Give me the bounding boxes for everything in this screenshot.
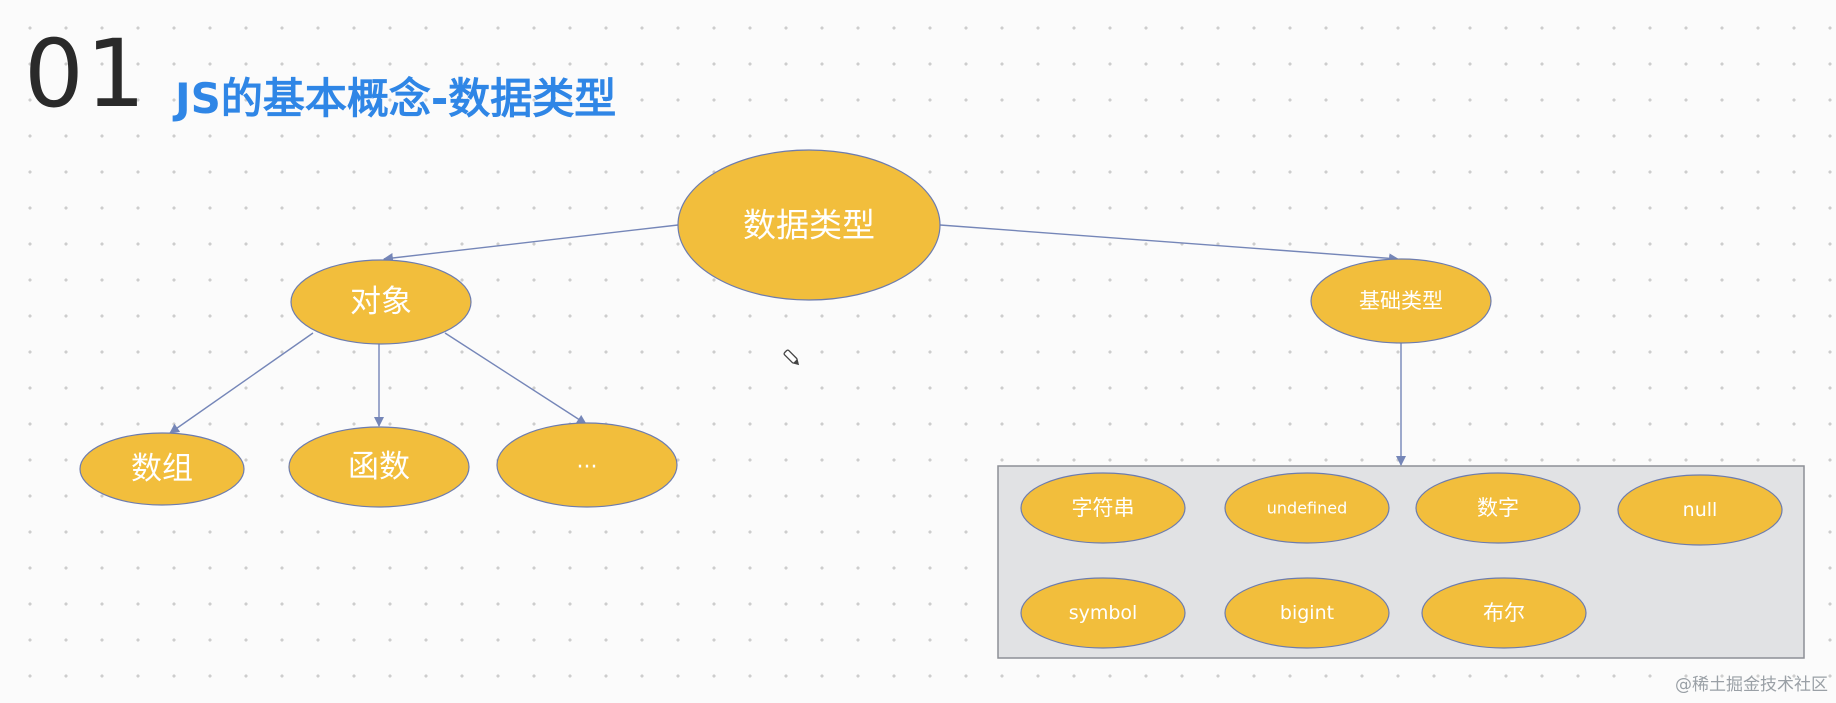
node-more: ... (496, 422, 678, 508)
node-string: 字符串 (1020, 472, 1186, 544)
edge-object-to-array (169, 332, 314, 434)
node-symbol: symbol (1020, 577, 1186, 649)
node-array: 数组 (79, 432, 245, 506)
pencil-cursor-icon (783, 349, 800, 366)
node-null: null (1617, 474, 1783, 546)
node-bigint-label: bigint (1280, 602, 1334, 624)
node-more-label: ... (577, 449, 598, 474)
node-function-label: 函数 (348, 449, 410, 485)
node-boolean: 布尔 (1421, 577, 1587, 649)
node-array-label: 数组 (131, 451, 193, 487)
node-null-label: null (1683, 499, 1718, 521)
node-string-label: 字符串 (1072, 496, 1135, 520)
node-undefined-label: undefined (1267, 499, 1348, 518)
edge-root-to-primitive (939, 224, 1399, 264)
node-primitive: 基础类型 (1310, 258, 1492, 344)
node-data-types: 数据类型 (677, 149, 941, 301)
watermark: @稀土掘金技术社区 (1675, 675, 1828, 695)
edge-root-to-object (383, 224, 679, 263)
node-object-label: 对象 (350, 284, 412, 320)
node-number: 数字 (1415, 472, 1581, 544)
node-data-types-label: 数据类型 (743, 206, 875, 245)
node-bigint: bigint (1224, 577, 1390, 649)
node-number-label: 数字 (1477, 496, 1519, 520)
node-boolean-label: 布尔 (1483, 601, 1525, 625)
edge-object-to-more (444, 332, 587, 425)
node-primitive-label: 基础类型 (1359, 289, 1443, 313)
node-function: 函数 (288, 426, 470, 508)
node-symbol-label: symbol (1069, 602, 1138, 624)
node-object: 对象 (290, 259, 472, 345)
section-title: JS的基本概念-数据类型 (175, 74, 617, 123)
node-undefined: undefined (1224, 472, 1390, 544)
section-number: 01 (24, 20, 148, 129)
